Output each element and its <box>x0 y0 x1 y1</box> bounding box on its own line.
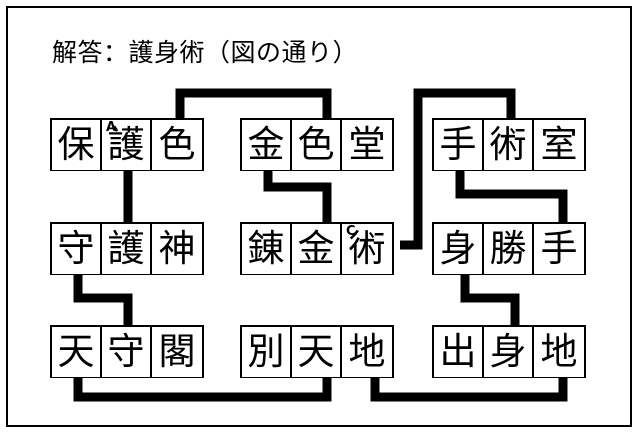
kanji-cell: 守 <box>52 224 102 274</box>
kanji-char: 護 <box>107 226 145 270</box>
kanji-cell: 勝 <box>484 224 534 274</box>
connector-line <box>370 378 568 402</box>
kanji-cell: 天 <box>292 327 342 377</box>
word-block-tenshukaku: 天守閣 <box>50 325 204 378</box>
kanji-char: 手 <box>540 226 578 270</box>
kanji-char: 術 <box>348 226 386 270</box>
kanji-char: 別 <box>247 329 285 373</box>
kanji-char: 色 <box>297 122 335 166</box>
kanji-cell: 金 <box>242 120 292 170</box>
cell-marker-label: C <box>346 224 356 239</box>
kanji-char: 地 <box>348 329 386 373</box>
kanji-char: 閣 <box>158 329 196 373</box>
connector-line <box>400 88 516 250</box>
kanji-cell: 錬 <box>242 224 292 274</box>
kanji-char: 護 <box>107 122 145 166</box>
kanji-char: 地 <box>540 329 578 373</box>
kanji-char: 室 <box>540 122 578 166</box>
word-block-shusshinchi: 出身地 <box>432 325 586 378</box>
kanji-char: 色 <box>158 122 196 166</box>
cell-marker-label: A <box>106 120 117 135</box>
kanji-char: 天 <box>297 329 335 373</box>
kanji-cell: 色 <box>292 120 342 170</box>
connector-line <box>263 171 332 222</box>
kanji-cell: 別 <box>242 327 292 377</box>
kanji-cell: 金 <box>292 224 342 274</box>
kanji-char: 勝 <box>489 226 527 270</box>
kanji-char: 身 <box>489 329 527 373</box>
kanji-cell: 色 <box>152 120 202 170</box>
kanji-char: 守 <box>57 226 95 270</box>
kanji-char: 金 <box>297 226 335 270</box>
kanji-cell: 閣 <box>152 327 202 377</box>
kanji-cell: 堂 <box>342 120 392 170</box>
kanji-cell: 保 <box>52 120 102 170</box>
connector-line <box>73 378 332 402</box>
connector-line <box>175 88 332 118</box>
word-block-migatte: 身勝手 <box>432 222 586 275</box>
word-block-konjikido: 金色堂 <box>240 118 394 171</box>
word-block-bettenchi: 別天地 <box>240 325 394 378</box>
word-block-shujutsushitsu: 手術室 <box>432 118 586 171</box>
page-title: 解答：護身術（図の通り） <box>52 38 359 67</box>
kanji-cell: 地 <box>534 327 584 377</box>
kanji-cell: 地 <box>342 327 392 377</box>
kanji-cell: 神 <box>152 224 202 274</box>
kanji-char: 天 <box>57 329 95 373</box>
kanji-cell: 天 <box>52 327 102 377</box>
kanji-cell: 術 <box>484 120 534 170</box>
kanji-char: 錬 <box>247 226 285 270</box>
connector-line <box>455 171 568 222</box>
kanji-char: 手 <box>439 122 477 166</box>
kanji-cell: 室 <box>534 120 584 170</box>
kanji-cell: 出 <box>434 327 484 377</box>
kanji-cell: 身 <box>434 224 484 274</box>
kanji-cell: 手 <box>434 120 484 170</box>
word-block-shugojin: 守護神 <box>50 222 204 275</box>
connector-line <box>73 275 133 325</box>
kanji-cell: 手 <box>534 224 584 274</box>
kanji-char: 守 <box>107 329 145 373</box>
kanji-char: 保 <box>57 122 95 166</box>
connector-line <box>460 275 520 325</box>
kanji-char: 出 <box>439 329 477 373</box>
kanji-cell: 護 <box>102 224 152 274</box>
kanji-cell: 身 <box>484 327 534 377</box>
kanji-char: 術 <box>489 122 527 166</box>
kanji-char: 堂 <box>348 122 386 166</box>
kanji-char: 神 <box>158 226 196 270</box>
kanji-char: 金 <box>247 122 285 166</box>
kanji-char: 身 <box>439 226 477 270</box>
kanji-cell: 守 <box>102 327 152 377</box>
